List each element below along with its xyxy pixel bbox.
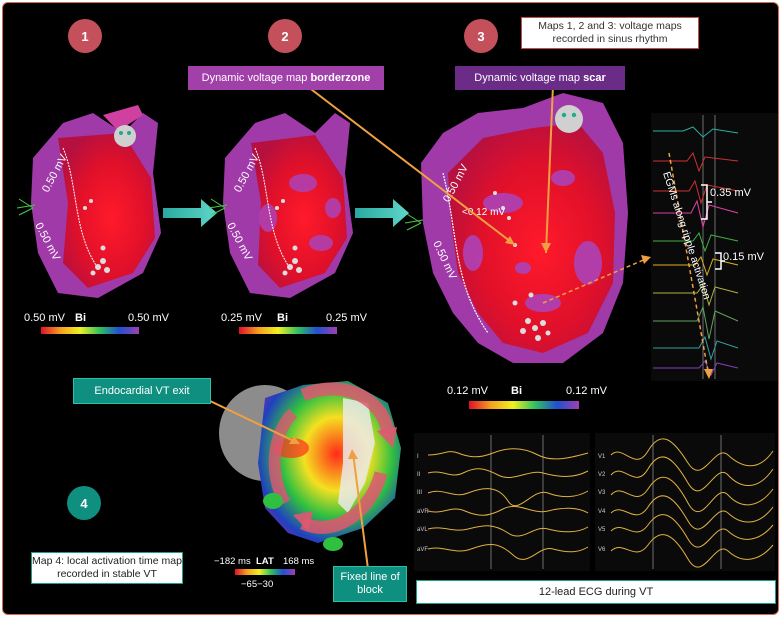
map4-note: Map 4: local activation time map recorde…	[31, 552, 183, 584]
borderzone-tag: Dynamic voltage map borderzone	[188, 66, 384, 90]
teal-arrow-2	[355, 199, 409, 227]
map3-scale-mid: Bi	[511, 385, 522, 397]
scar-pointer	[545, 84, 554, 254]
egm-panel: EGMs along ripple activation 0.35 mV 0.1…	[651, 113, 778, 381]
egm-amp-1: 0.35 mV	[710, 187, 752, 199]
map1-color-scale	[41, 327, 139, 334]
map3-scale-left: 0.12 mV	[447, 385, 489, 397]
teal-arrow-1	[163, 199, 217, 227]
vt-exit-pointer	[207, 399, 299, 444]
scar-tag-bold: scar	[583, 71, 606, 84]
step-1-badge: 1	[68, 19, 102, 53]
ecg-lead: V3	[598, 490, 606, 496]
ecg-lead: V4	[598, 509, 606, 515]
fixed-line-tag: Fixed line of block	[333, 566, 407, 602]
scar-tag-prefix: Dynamic voltage map	[474, 71, 584, 84]
lat-scale-right: 168 ms	[283, 556, 314, 567]
egm-amp-2: 0.15 mV	[723, 251, 765, 263]
scar-tag: Dynamic voltage map scar	[455, 66, 625, 90]
map2-scale-left: 0.25 mV	[221, 312, 263, 324]
ecg-panel-left: I II III aVR aVL aVF	[414, 433, 590, 571]
ecg-lead: V1	[598, 454, 606, 460]
step-2-badge: 2	[268, 19, 302, 53]
step-4-badge: 4	[67, 486, 101, 520]
egm-pointer	[542, 257, 649, 304]
map2-scale-mid: Bi	[277, 312, 288, 324]
ecg-lead: aVL	[417, 527, 428, 533]
ecg-lead: III	[417, 490, 422, 496]
step-3-badge: 3	[464, 19, 498, 53]
voltage-map-2: 0.50 mV 0.50 mV	[208, 113, 353, 298]
vt-exit-tag: Endocardial VT exit	[73, 378, 211, 404]
ecg-lead: aVR	[417, 509, 429, 515]
map3-color-scale	[469, 401, 579, 409]
figure-artwork: 0.50 mV 0.50 mV 0.50 mV Bi 0.50 mV 0.50 …	[16, 82, 778, 590]
map1-scale-right: 0.50 mV	[128, 312, 170, 324]
sinus-rhythm-note: Maps 1, 2 and 3: voltage maps recorded i…	[521, 17, 699, 49]
map3-scale-right: 0.12 mV	[566, 385, 608, 397]
ecg-lead: I	[417, 454, 419, 460]
ecg-lead: V2	[598, 472, 606, 478]
borderzone-tag-prefix: Dynamic voltage map	[201, 71, 311, 84]
map1-scale-left: 0.50 mV	[24, 312, 66, 324]
voltage-map-3: 0.50 mV <0.12 mV 0.50 mV	[404, 93, 628, 363]
ecg-lead: V6	[598, 547, 606, 553]
lat-scale-left: −182 ms	[214, 556, 251, 567]
map2-scale-right: 0.25 mV	[326, 312, 368, 324]
voltage-map-1: 0.50 mV 0.50 mV	[16, 105, 161, 298]
borderzone-tag-bold: borderzone	[310, 71, 371, 84]
lat-color-scale	[235, 569, 295, 575]
map2-color-scale	[239, 327, 337, 334]
ecg-caption: 12-lead ECG during VT	[416, 580, 776, 604]
ecg-lead: aVF	[417, 547, 428, 553]
map1-scale-mid: Bi	[75, 312, 86, 324]
fixed-line-pointer	[352, 452, 369, 570]
ecg-lead: II	[417, 472, 421, 478]
borderzone-pointer	[302, 82, 516, 246]
lat-scale-sub: −65−30	[241, 579, 273, 590]
ecg-panel-right: V1 V2 V3 V4 V5 V6	[595, 433, 775, 571]
lat-map	[219, 381, 401, 551]
ecg-lead: V5	[598, 527, 606, 533]
lat-scale-mid: LAT	[256, 556, 274, 567]
map3-contour-inner: <0.12 mV	[462, 207, 505, 218]
